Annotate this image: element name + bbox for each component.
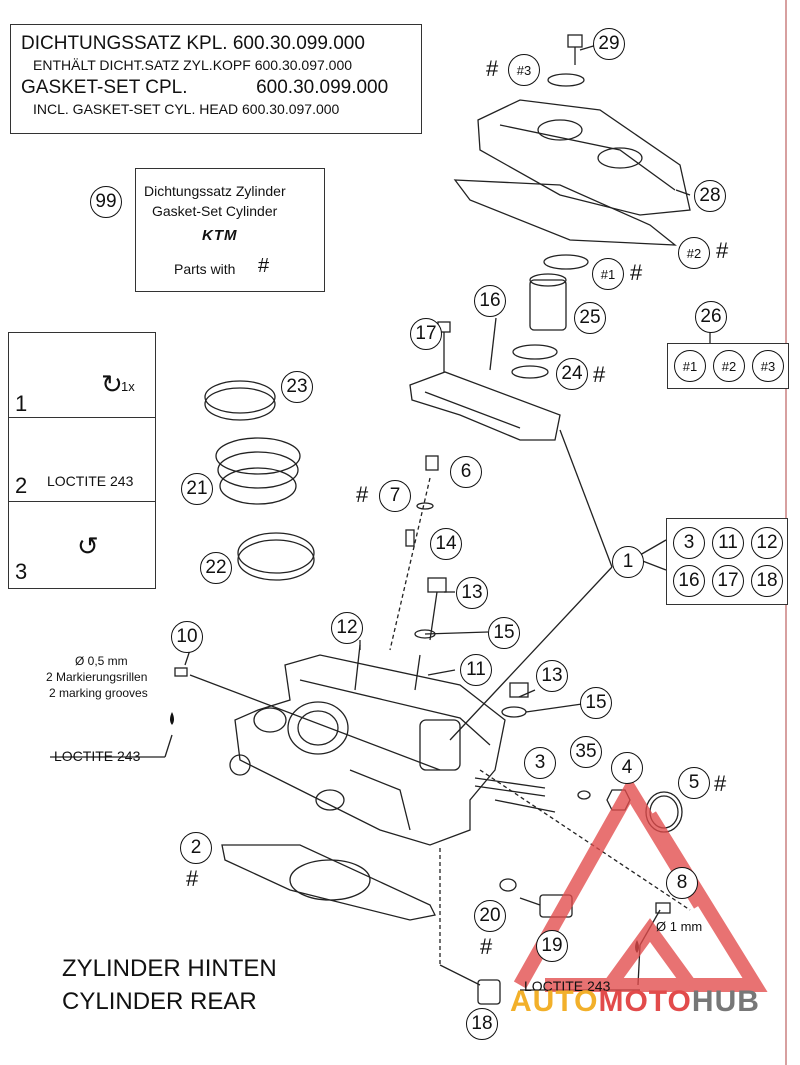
callout-8: 8 <box>666 867 698 899</box>
hash-mark: # <box>186 866 199 891</box>
loctite-note-right: LOCTITE 243 <box>524 978 611 994</box>
group-1-item: 16 <box>673 565 705 597</box>
callout-2: 2 <box>180 832 212 864</box>
watermark-part-2: MOTO <box>598 985 692 1018</box>
group-1-item: 11 <box>712 527 744 559</box>
callout-4: 4 <box>611 752 643 784</box>
callout-hash-1: #1 <box>592 258 624 290</box>
callout-1: 1 <box>612 546 644 578</box>
callout-12: 12 <box>331 612 363 644</box>
ktm-logo: KTM <box>202 227 238 244</box>
callout-hash-2: #2 <box>678 237 710 269</box>
gasket-set-header-box: DICHTUNGSSATZ KPL. 600.30.099.000 ENTHÄL… <box>10 24 422 134</box>
callout-5: 5 <box>678 767 710 799</box>
step-1-label: 1x <box>121 379 135 394</box>
callout-10: 10 <box>171 621 203 653</box>
header-line-3: GASKET-SET CPL. 600.30.099.000 <box>21 77 389 98</box>
callout-hash-3: #3 <box>508 54 540 86</box>
group-1-item: 12 <box>751 527 783 559</box>
callout-15: 15 <box>488 617 520 649</box>
callout-23: 23 <box>281 371 313 403</box>
header-line-2: ENTHÄLT DICHT.SATZ ZYL.KOPF 600.30.097.0… <box>33 57 353 73</box>
step-1: 1 1x ↻ <box>9 333 155 418</box>
diagram-title-en: CYLINDER REAR <box>62 988 257 1015</box>
rotate-back-icon: ↺ <box>77 531 99 561</box>
callout-25: 25 <box>574 302 606 334</box>
callout-99: 99 <box>90 186 122 218</box>
step-1-number: 1 <box>15 391 28 416</box>
header-line-1: DICHTUNGSSATZ KPL. 600.30.099.000 <box>21 33 365 54</box>
hash-mark: # <box>630 260 643 285</box>
group-26-item: #1 <box>674 350 706 382</box>
callout-17: 17 <box>410 318 442 350</box>
hash-mark: # <box>480 934 493 959</box>
rotate-icon: ↻ <box>101 369 123 399</box>
marking-grooves-de: 2 Markierungsrillen <box>46 670 148 684</box>
watermark-part-3: HUB <box>691 985 760 1018</box>
callout-13: 13 <box>456 577 488 609</box>
callout-24: 24 <box>556 358 588 390</box>
callout-3: 3 <box>524 747 556 779</box>
assembly-steps-panel: 1 1x ↻ 2 LOCTITE 243 3 ↺ <box>8 332 156 589</box>
callout-6: 6 <box>450 456 482 488</box>
loctite-note-left: LOCTITE 243 <box>54 748 141 764</box>
callout-16: 16 <box>474 285 506 317</box>
group-1-item: 18 <box>751 565 783 597</box>
hash-mark: # <box>716 238 729 263</box>
callout-15: 15 <box>580 687 612 719</box>
callout-19: 19 <box>536 930 568 962</box>
diameter-1-note: Ø 1 mm <box>656 919 703 934</box>
callout-14: 14 <box>430 528 462 560</box>
step-2: 2 LOCTITE 243 <box>9 417 155 502</box>
callout-11: 11 <box>460 654 492 686</box>
callout-13: 13 <box>536 660 568 692</box>
callout-26: 26 <box>695 301 727 333</box>
diagram-title-de: ZYLINDER HINTEN <box>62 955 277 982</box>
step-3-number: 3 <box>15 559 28 584</box>
callout-28: 28 <box>694 180 726 212</box>
group-1-item: 17 <box>712 565 744 597</box>
group-26-box: #1 #2 #3 <box>667 343 789 389</box>
callout-29: 29 <box>593 28 625 60</box>
callout-18: 18 <box>466 1008 498 1040</box>
callout-7: 7 <box>379 480 411 512</box>
hash-mark: # <box>486 56 499 81</box>
hash-mark: # <box>356 482 369 507</box>
watermark-part-1: AUTO <box>510 985 599 1018</box>
group-26-item: #3 <box>752 350 784 382</box>
watermark-logo: AUTOMOTOHUB <box>510 985 760 1019</box>
kit-line-3: Parts with <box>174 261 236 277</box>
hash-mark: # <box>593 362 606 387</box>
step-3: 3 ↺ <box>9 501 155 587</box>
kit-line-1: Dichtungssatz Zylinder <box>144 183 286 199</box>
header-line-4: INCL. GASKET-SET CYL. HEAD 600.30.097.00… <box>33 101 340 117</box>
callout-21: 21 <box>181 473 213 505</box>
group-1-box: 3 11 12 16 17 18 <box>666 518 788 605</box>
kit-hash: # <box>258 255 270 277</box>
step-2-label: LOCTITE 243 <box>47 473 134 489</box>
kit-line-2: Gasket-Set Cylinder <box>152 203 278 219</box>
callout-20: 20 <box>474 900 506 932</box>
group-1-item: 3 <box>673 527 705 559</box>
step-2-number: 2 <box>15 473 28 498</box>
callout-35: 35 <box>570 736 602 768</box>
gasket-set-cylinder-box: Dichtungssatz Zylinder Gasket-Set Cylind… <box>135 168 325 292</box>
group-26-item: #2 <box>713 350 745 382</box>
hash-mark: # <box>714 771 727 796</box>
callout-22: 22 <box>200 552 232 584</box>
marking-grooves-en: 2 marking grooves <box>49 686 148 700</box>
diameter-05-note: Ø 0,5 mm <box>75 654 128 668</box>
